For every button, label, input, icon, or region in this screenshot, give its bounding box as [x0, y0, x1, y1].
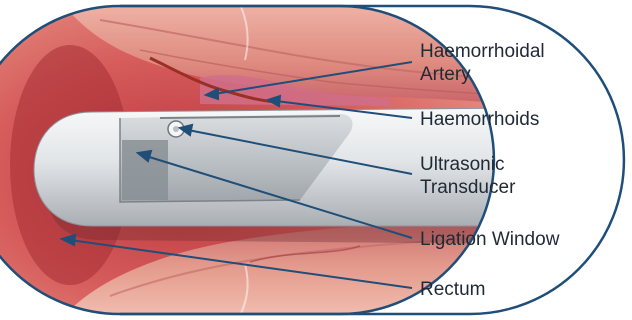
- label-rectum: Rectum: [420, 279, 485, 300]
- label-ligation-window: Ligation Window: [420, 229, 560, 250]
- transducer-core: [173, 126, 179, 132]
- ligation-window-opening: [122, 140, 168, 200]
- label-haemorrhoids: Haemorrhoids: [420, 109, 539, 130]
- label-artery-line1: Haemorrhoidal: [420, 41, 545, 62]
- label-transducer-line1: Ultrasonic: [420, 154, 504, 175]
- label-artery-line2: Artery: [420, 64, 471, 85]
- label-transducer-line2: Transducer: [420, 177, 516, 198]
